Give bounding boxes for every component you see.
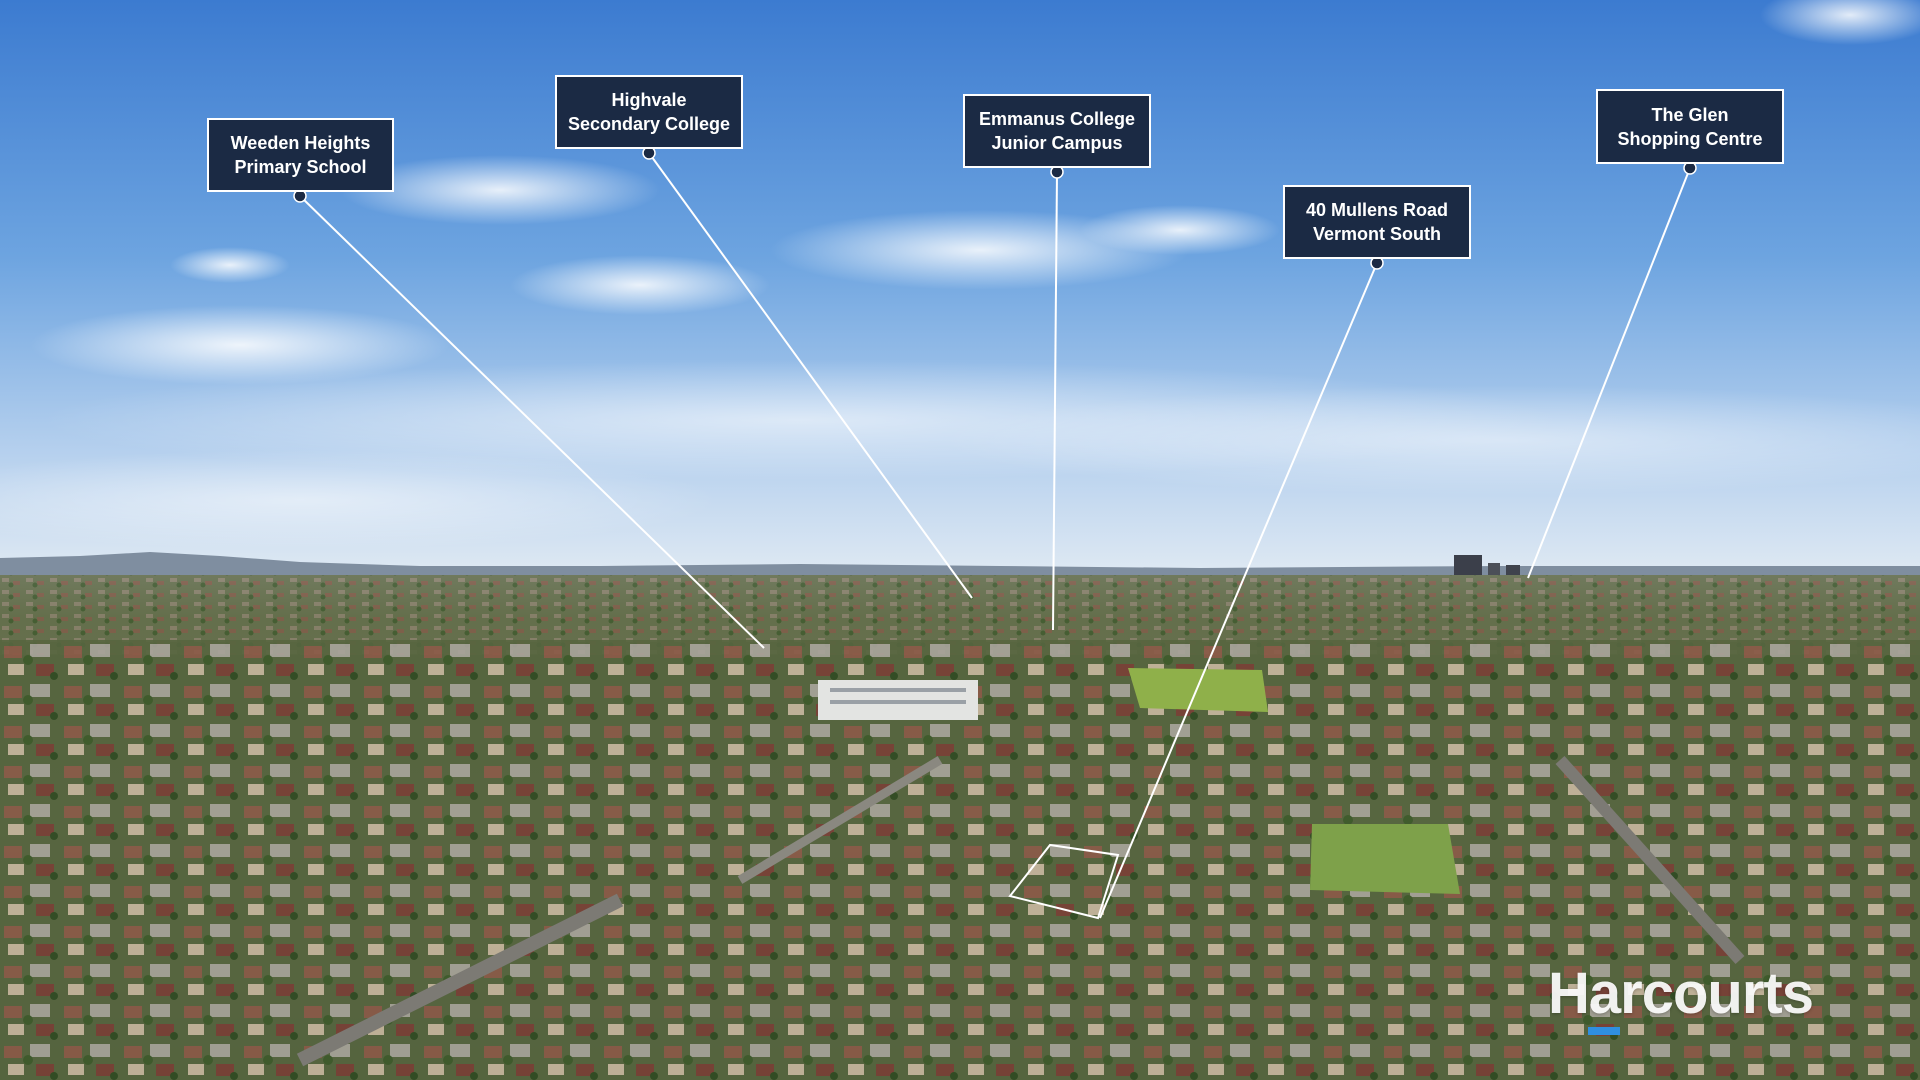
harcourts-watermark: Harcourts xyxy=(1548,961,1814,1026)
callout-line-2: Junior Campus xyxy=(991,133,1123,153)
leader-line-glen xyxy=(1527,167,1691,579)
leader-line-emmanus xyxy=(1052,171,1058,631)
callout-line-1: Weeden Heights xyxy=(230,133,371,153)
callout-weeden-heights-primary-school: Weeden Heights Primary School xyxy=(207,118,394,192)
watermark-accent-bar xyxy=(1588,1027,1620,1035)
callout-line-1: Highvale xyxy=(611,90,687,110)
callout-highvale-secondary-college: Highvale Secondary College xyxy=(555,75,743,149)
leader-line-mullens xyxy=(1099,262,1378,919)
callout-line-2: Secondary College xyxy=(567,114,731,134)
leader-lines xyxy=(299,152,1691,919)
callout-line-1: The Glen xyxy=(1651,104,1729,125)
callout-line-2: Vermont South xyxy=(1312,224,1441,244)
callout-line-1: 40 Mullens Road xyxy=(1305,200,1449,220)
callout-40-mullens-road: 40 Mullens Road Vermont South xyxy=(1283,185,1471,259)
callout-line-1: Emmanus College xyxy=(978,109,1136,129)
callout-line-2: Primary School xyxy=(234,157,367,177)
callout-emmanus-college-junior-campus: Emmanus College Junior Campus xyxy=(963,94,1151,168)
leader-line-weeden xyxy=(299,195,765,649)
callout-line-2: Shopping Centre xyxy=(1617,128,1763,149)
callout-the-glen-shopping-centre: The Glen Shopping Centre xyxy=(1596,89,1784,164)
leader-line-highvale xyxy=(648,152,973,599)
